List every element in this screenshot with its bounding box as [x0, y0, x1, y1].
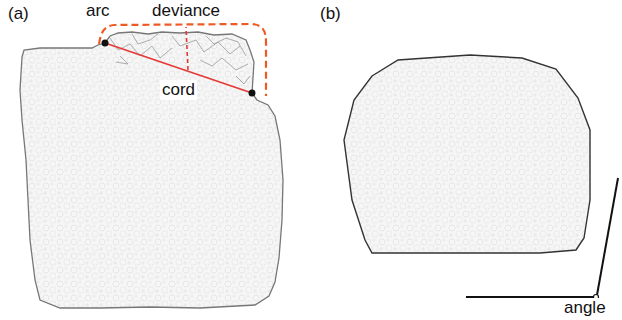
particle-outline — [344, 55, 590, 253]
panel-letter: (a) — [6, 4, 31, 24]
cord-label: cord — [160, 80, 197, 100]
deviance-line — [186, 27, 188, 70]
cord-endpoint — [102, 40, 109, 47]
angle-label: angle — [562, 298, 608, 318]
panel-letter: (b) — [318, 4, 343, 24]
angle-side-line — [597, 178, 618, 295]
arc-label: arc — [84, 1, 112, 21]
deviance-label: deviance — [150, 1, 222, 21]
chip-fractures — [110, 34, 250, 84]
particle-outline — [20, 32, 283, 308]
cord-endpoint — [249, 90, 256, 97]
